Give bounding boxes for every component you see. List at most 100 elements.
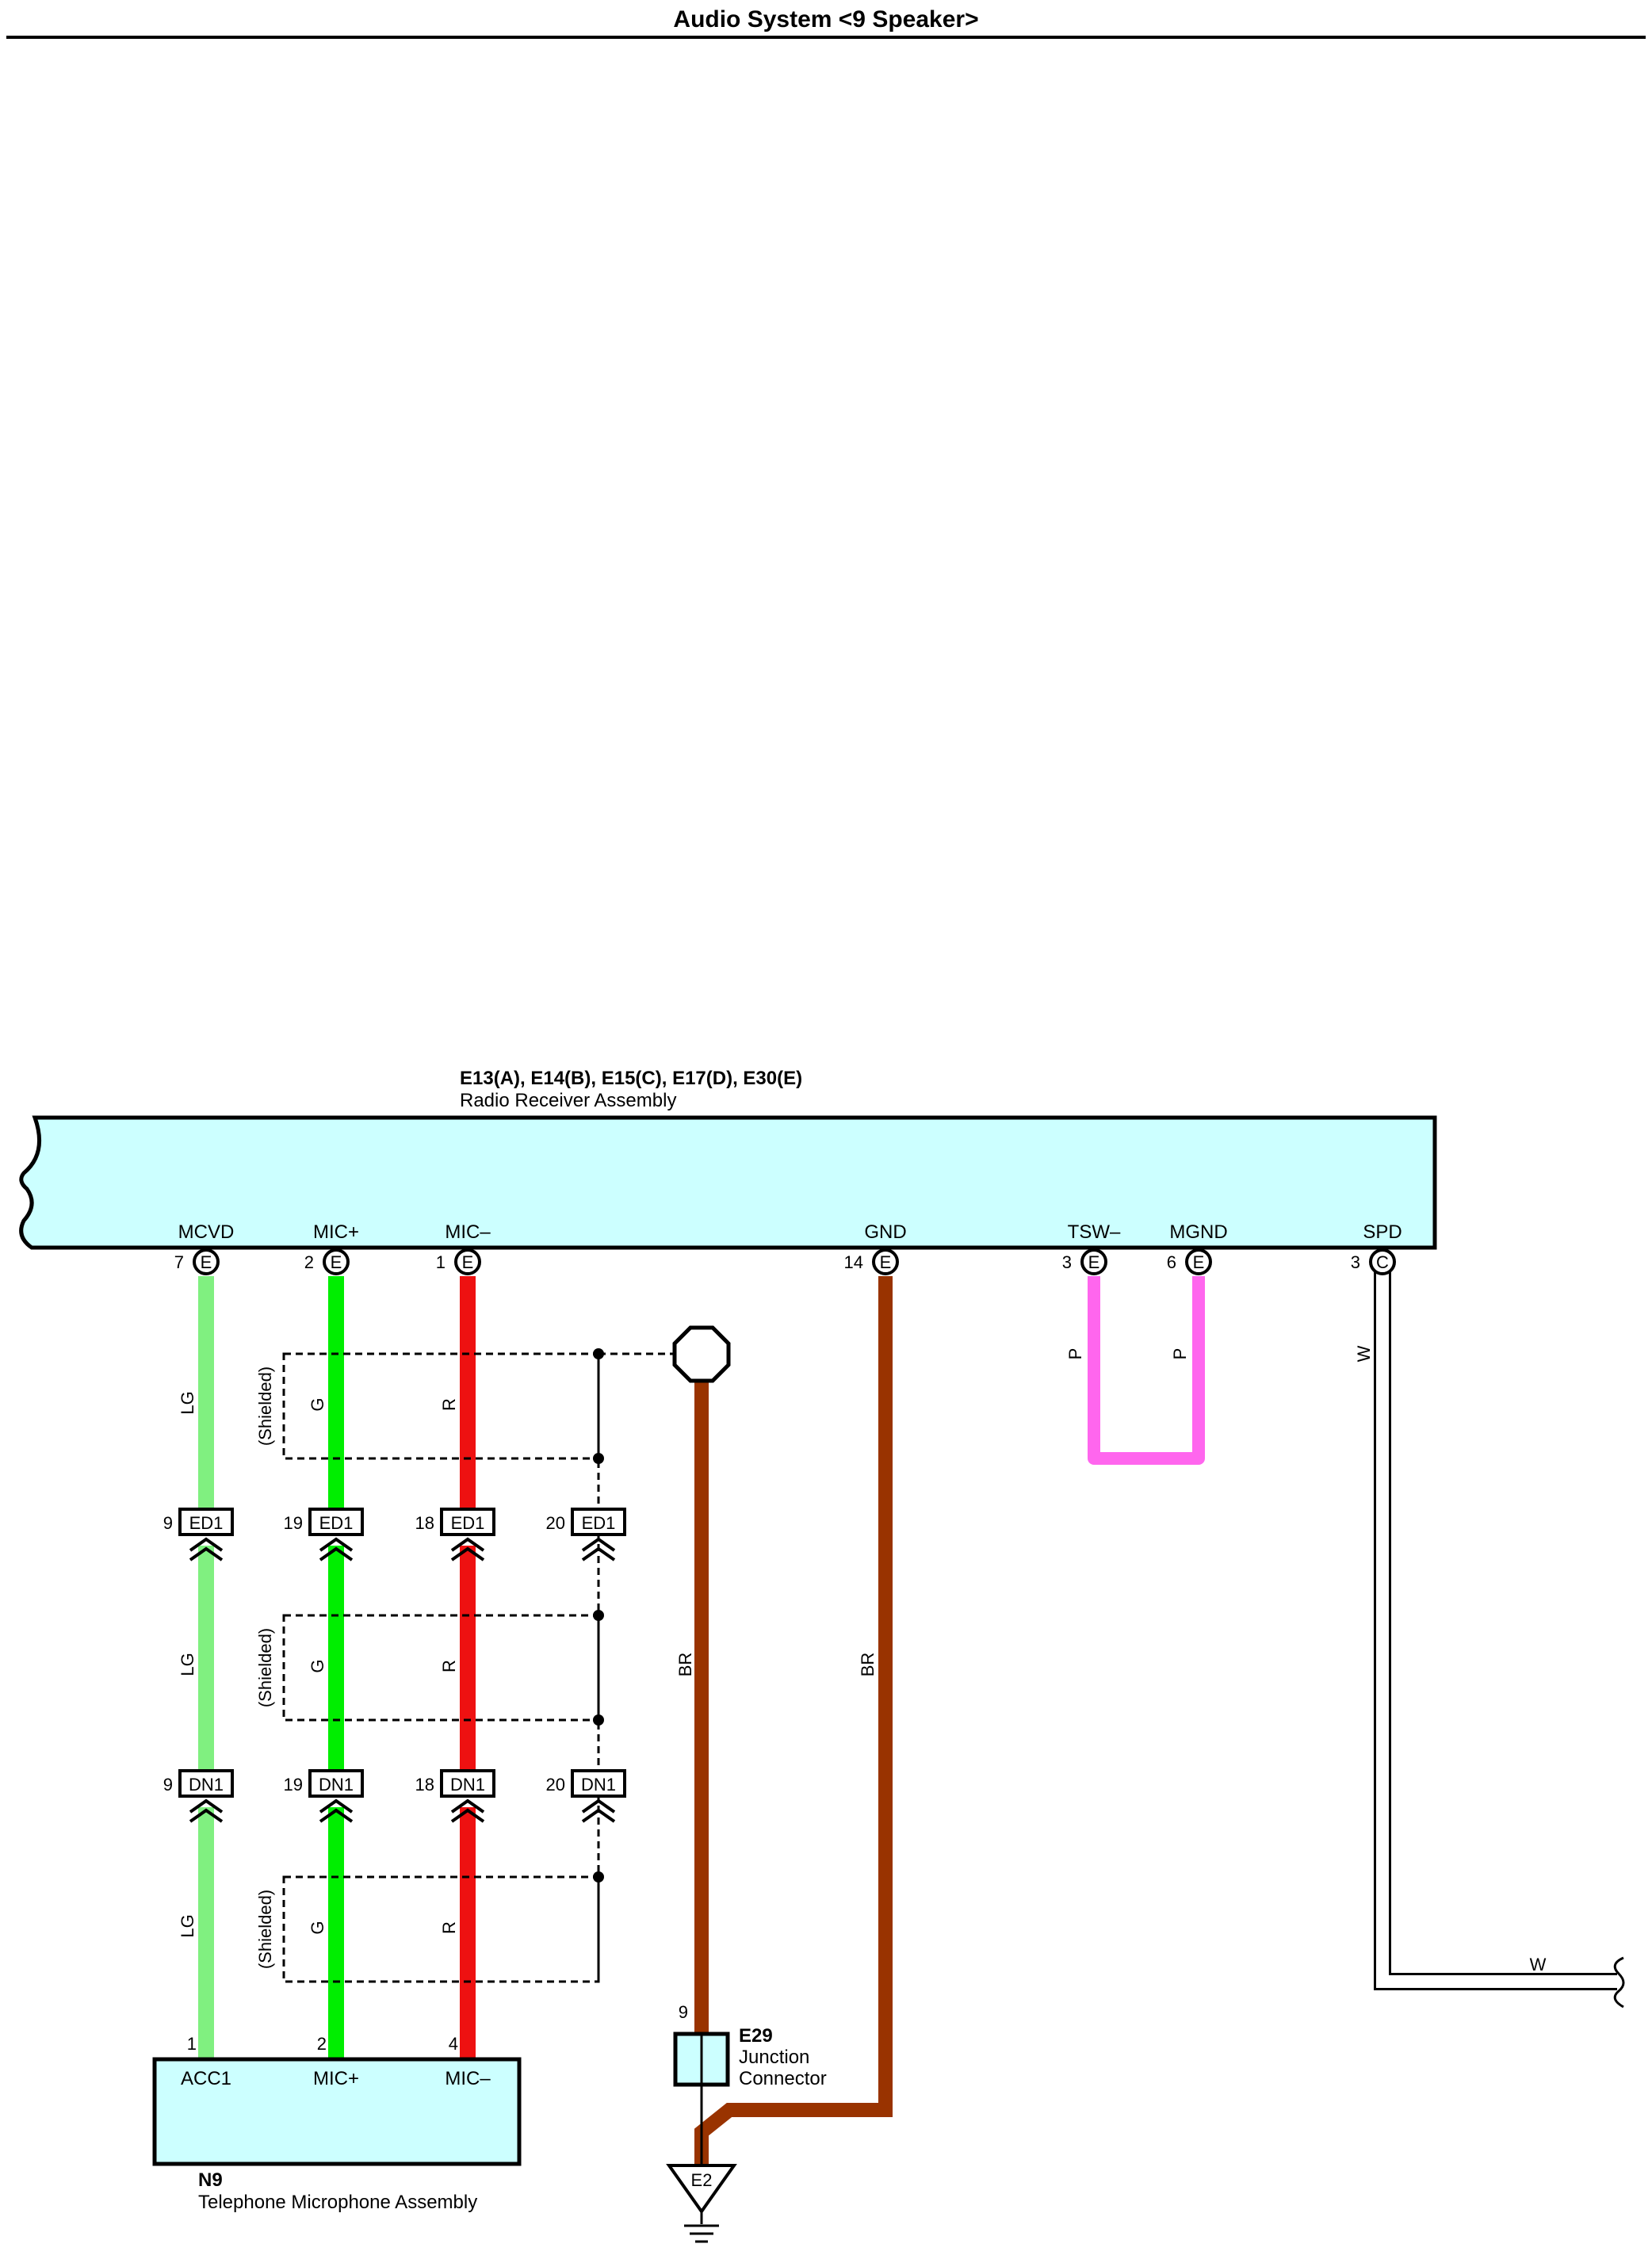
shielded-label: (Shielded) (255, 1628, 275, 1707)
connector-pin: 19 (284, 1513, 303, 1533)
mic-terminal-mic-minus: MIC– (445, 2068, 491, 2089)
connector-dn1-pin-19: DN1 19 (284, 1769, 364, 1823)
connector-ed1-pin-18: ED1 18 (415, 1508, 495, 1561)
terminal-mic-plus: E 2 (304, 1248, 350, 1275)
terminal-label-tsw-minus: TSW– (1068, 1221, 1121, 1243)
mic-pin-mic-minus: 4 (449, 2034, 458, 2054)
shield-box-2 (282, 1614, 600, 1722)
connector-name: DN1 (189, 1775, 224, 1795)
terminal-circle (193, 1248, 220, 1275)
terminal-circle (323, 1248, 350, 1275)
connector-chevron-icon (581, 1537, 616, 1561)
wire-color-label: BR (858, 1653, 878, 1677)
connector-dn1-pin-9: DN1 9 (163, 1769, 234, 1823)
connector-box (440, 1769, 495, 1798)
terminal-conn: E (462, 1252, 474, 1272)
connector-chevron-icon (450, 1798, 485, 1823)
terminal-pin: 6 (1167, 1252, 1176, 1272)
terminal-spd: C 3 (1351, 1248, 1396, 1275)
wire-color-label: P (1170, 1348, 1190, 1360)
wire-color-label: P (1065, 1348, 1085, 1360)
wire-color-label: R (439, 1660, 459, 1672)
receiver-box (19, 1115, 1437, 1250)
wire-p-loop (1088, 1276, 1205, 1465)
wire-color-label: BR (675, 1653, 695, 1677)
terminal-pin: 2 (304, 1252, 314, 1272)
wire-color-label: G (308, 1921, 327, 1934)
microphone-name: Telephone Microphone Assembly (198, 2192, 477, 2213)
terminal-circle (1369, 1248, 1396, 1275)
connector-pin: 18 (415, 1513, 434, 1533)
microphone-box (152, 2057, 522, 2166)
connector-box (308, 1508, 364, 1536)
wire-color-label: LG (178, 1391, 197, 1414)
connector-chevron-icon (319, 1798, 354, 1823)
connector-box (571, 1508, 626, 1536)
junction-pin: 9 (679, 2002, 688, 2022)
connector-name: ED1 (189, 1513, 224, 1533)
connector-name: DN1 (450, 1775, 485, 1795)
connector-box (308, 1769, 364, 1798)
terminal-mcvd: E 7 (174, 1248, 220, 1275)
wire-color-label: LG (178, 1653, 197, 1676)
ground-point-e2 (666, 2164, 737, 2215)
shielded-label: (Shielded) (255, 1890, 275, 1969)
receiver-code: E13(A), E14(B), E15(C), E17(D), E30(E) (460, 1068, 802, 1089)
ground-label: E2 (691, 2170, 713, 2190)
shield-box-3 (282, 1875, 600, 1983)
shield-dot (593, 1348, 604, 1359)
terminal-gnd: E 14 (844, 1248, 899, 1275)
terminal-pin: 7 (174, 1252, 184, 1272)
wire-color-label: R (439, 1398, 459, 1411)
terminal-conn: E (1088, 1252, 1100, 1272)
terminal-conn: C (1376, 1252, 1389, 1272)
terminal-pin: 3 (1351, 1252, 1360, 1272)
terminal-label-mgnd: MGND (1169, 1221, 1227, 1243)
terminal-circle (1185, 1248, 1212, 1275)
connector-pin: 20 (546, 1513, 565, 1533)
junction-name-2: Connector (739, 2068, 827, 2089)
mic-terminal-mic-plus: MIC+ (313, 2068, 359, 2089)
mic-pin-mic-plus: 2 (317, 2034, 327, 2054)
shielded-label: (Shielded) (255, 1366, 275, 1446)
wire-w (1376, 1263, 1617, 1988)
shield-box-1 (282, 1352, 600, 1460)
terminal-tsw-minus: E 3 (1062, 1248, 1107, 1275)
mic-terminal-acc1: ACC1 (181, 2068, 231, 2089)
mic-pin-acc1: 1 (187, 2034, 197, 2054)
connector-box (178, 1508, 234, 1536)
connector-ed1-pin-20: ED1 20 (546, 1508, 626, 1561)
connector-name: DN1 (319, 1775, 354, 1795)
connector-name: DN1 (581, 1775, 616, 1795)
terminal-mic-minus: E 1 (436, 1248, 481, 1275)
connector-name: ED1 (451, 1513, 485, 1533)
connector-chevron-icon (189, 1537, 224, 1561)
terminal-pin: 3 (1062, 1252, 1072, 1272)
terminal-conn: E (880, 1252, 892, 1272)
terminal-pin: 14 (844, 1252, 863, 1272)
terminal-pin: 1 (436, 1252, 446, 1272)
terminal-label-mic-minus: MIC– (445, 1221, 491, 1243)
connector-chevron-icon (189, 1798, 224, 1823)
page-title: Audio System <9 Speaker> (673, 6, 978, 32)
terminal-label-spd: SPD (1363, 1221, 1402, 1243)
connector-pin: 20 (546, 1775, 565, 1795)
terminal-conn: E (201, 1252, 212, 1272)
terminal-label-mic-plus: MIC+ (313, 1221, 359, 1243)
connector-chevron-icon (450, 1537, 485, 1561)
terminal-mgnd: E 6 (1167, 1248, 1212, 1275)
connector-box (571, 1769, 626, 1798)
terminal-label-gnd: GND (864, 1221, 906, 1243)
terminal-circle (1080, 1248, 1107, 1275)
wire-color-label: R (439, 1921, 459, 1934)
wire-color-label: G (308, 1397, 327, 1411)
receiver-name: Radio Receiver Assembly (460, 1090, 676, 1111)
terminal-conn: E (1193, 1252, 1205, 1272)
connector-chevron-icon (319, 1537, 354, 1561)
junction-code: E29 (739, 2025, 773, 2047)
connector-name: ED1 (319, 1513, 354, 1533)
terminal-circle (454, 1248, 481, 1275)
shield-dot (593, 1610, 604, 1621)
connector-box (440, 1508, 495, 1536)
